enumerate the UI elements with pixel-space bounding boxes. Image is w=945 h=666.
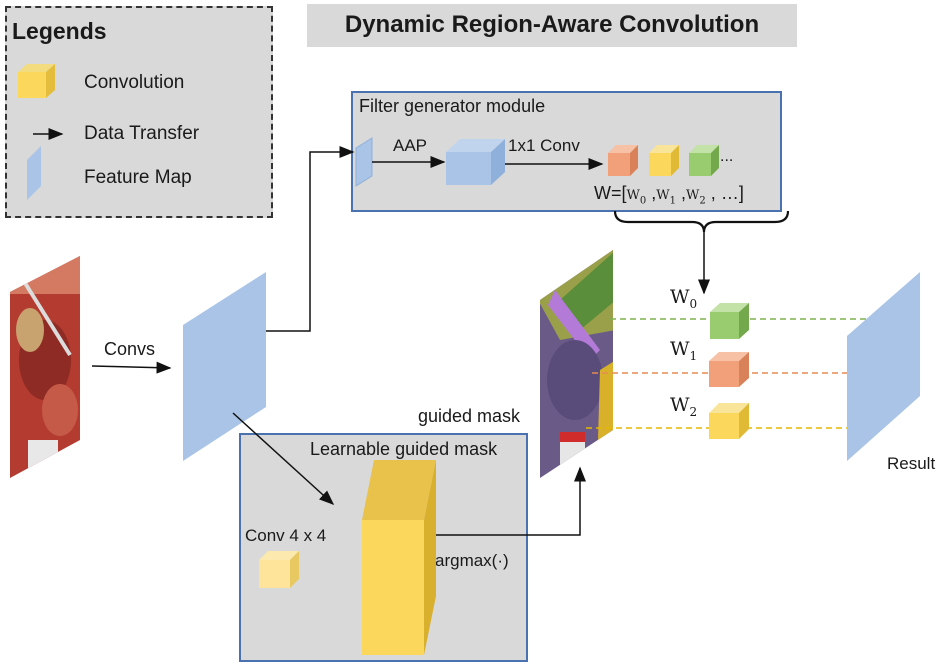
ellipsis-label: ... xyxy=(720,148,734,165)
legend-convolution-label: Convolution xyxy=(84,72,185,93)
output-cube-yellow xyxy=(709,403,749,439)
title-banner xyxy=(307,4,797,47)
w2-label: W xyxy=(686,188,700,203)
output-w0-label: W0 xyxy=(670,286,698,311)
feature-map-plane xyxy=(183,272,266,461)
conv4x4-label: Conv 4 x 4 xyxy=(245,526,327,545)
legend-feature-map-label: Feature Map xyxy=(84,167,192,188)
output-w1-label: W1 xyxy=(670,338,698,363)
w0-sub: 0 xyxy=(639,195,647,207)
guided-mask-label: guided mask xyxy=(418,406,521,426)
result-label: Result xyxy=(887,454,936,473)
legend-data-transfer-label: Data Transfer xyxy=(84,123,200,144)
mask-slab xyxy=(362,460,436,655)
result-plane xyxy=(847,272,920,461)
fg-pooled-cube xyxy=(446,139,505,185)
w0-label: W xyxy=(626,188,640,203)
w2-sub: 2 xyxy=(699,195,706,207)
legend-plane-icon xyxy=(27,146,41,200)
conv1x1-label: 1x1 Conv xyxy=(508,136,580,155)
fg-green-cube xyxy=(689,145,719,176)
weights-suffix: …] xyxy=(720,183,744,203)
argmax-label: argmax(·) xyxy=(435,551,509,570)
page-title: Dynamic Region-Aware Convolution xyxy=(344,11,760,38)
fg-orange-cube xyxy=(608,145,638,176)
aap-label: AAP xyxy=(393,136,428,155)
weights-vector: W=[W0 ,W1 ,W2 , …] xyxy=(594,183,744,207)
input-image xyxy=(10,256,80,478)
output-w2-label: W2 xyxy=(670,394,698,419)
conv4x4-cube xyxy=(259,551,299,588)
legend-cube-icon xyxy=(18,64,55,98)
legend-panel: Legends Convolution Data Transfer Featur… xyxy=(5,6,273,218)
legend-heading: Legends xyxy=(12,18,107,44)
output-cube-orange xyxy=(709,352,749,387)
weights-brace xyxy=(613,210,790,233)
filter-generator-label: Filter generator module xyxy=(359,96,546,116)
guided-mask-image xyxy=(540,250,613,478)
convs-label: Convs xyxy=(104,339,156,359)
w1-label: W xyxy=(656,188,670,203)
w1-sub: 1 xyxy=(669,195,677,207)
guided-mask-panel-label: Learnable guided mask xyxy=(310,439,498,459)
fg-input-plane xyxy=(355,137,373,187)
fg-yellow-cube xyxy=(649,145,679,176)
output-cube-green xyxy=(710,303,749,339)
weights-prefix: W=[ xyxy=(594,183,627,203)
